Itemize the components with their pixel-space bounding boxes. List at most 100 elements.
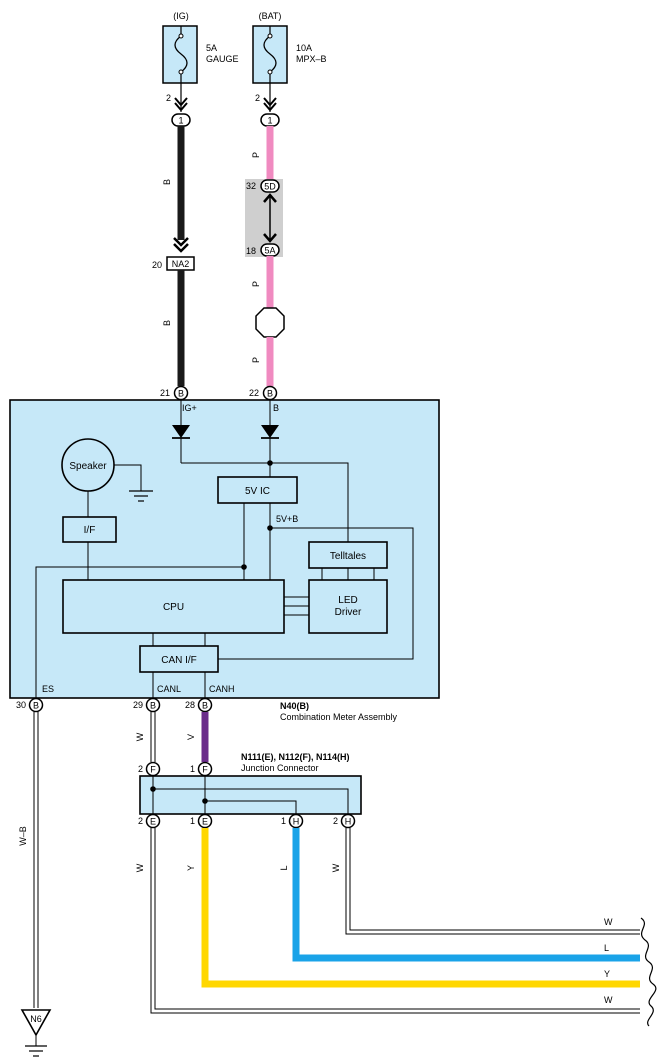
- can-if-label: CAN I/F: [161, 655, 197, 666]
- wire-color-w-h2: W: [331, 863, 341, 872]
- wire-color-wb: W–B: [18, 826, 28, 846]
- connector-chevron-icon: [173, 237, 189, 253]
- meter-b-label: B: [273, 403, 279, 413]
- pin-je3-conn: H: [293, 817, 300, 827]
- if-block: [62, 516, 117, 543]
- pin-je1-conn: E: [150, 817, 156, 827]
- combination-meter: IG+ B Speaker I/F 5V IC 5V+B: [9, 399, 440, 699]
- pin-je2: 1: [190, 816, 195, 826]
- fuse-mpx-source: (BAT): [259, 11, 282, 21]
- pin-jf2-conn: F: [202, 765, 208, 775]
- na2-number: 20: [152, 260, 162, 270]
- wire-color-b-lower: B: [162, 320, 172, 326]
- out-wire-4-label: W: [604, 995, 613, 1005]
- wire-color-v: V: [186, 734, 196, 740]
- pin-m28-conn: B: [202, 701, 208, 711]
- driver-label: Driver: [335, 607, 362, 618]
- pin-m29-conn: B: [150, 701, 156, 711]
- pin-jf1: 2: [138, 764, 143, 774]
- meter-ig-label: IG+: [182, 403, 197, 413]
- wire-b-left: 2 1 B 20 NA2 B 21 B: [152, 83, 195, 401]
- out-wire-1-label: W: [604, 917, 613, 927]
- pin-je4: 2: [333, 816, 338, 826]
- pin-m30-conn: B: [33, 701, 39, 711]
- j5d-number: 32: [246, 181, 256, 191]
- wire-color-p-2: P: [251, 281, 261, 287]
- led-label: LED: [338, 595, 357, 606]
- pin-jf1-conn: F: [150, 765, 156, 775]
- 5v-ic-label: 5V IC: [245, 486, 270, 497]
- canh-label: CANH: [209, 684, 235, 694]
- fuse-mpx-element-icon: [263, 35, 277, 73]
- wire-color-b-upper: B: [162, 179, 172, 185]
- wire-break-icon: [640, 917, 657, 1027]
- fuse-mpx-name: MPX–B: [296, 54, 327, 64]
- pin-m22-conn: B: [267, 389, 273, 399]
- pin-jf2: 1: [190, 764, 195, 774]
- meter-bottom-pins: 30 B 29 B 28 B N40(B) Combination Meter …: [16, 697, 398, 722]
- j5d-label: 5D: [264, 182, 276, 192]
- j5a-label: 5A: [264, 246, 275, 256]
- telltales-block: [308, 541, 388, 569]
- pin-m22: 22: [249, 388, 259, 398]
- speaker-label: Speaker: [69, 461, 107, 472]
- connector-chevron-icon: [263, 97, 277, 112]
- fuse-gauge-rating: 5A: [206, 43, 217, 53]
- pin-je1: 2: [138, 816, 143, 826]
- chevron-down-icon: [263, 233, 277, 243]
- can-wires: W V 2 F 1 F N111(E), N112(F), N114(H) Ju…: [135, 712, 350, 777]
- led-driver-block: [308, 579, 388, 634]
- can-if-block: [139, 645, 219, 673]
- pin-c1b: 1: [267, 116, 272, 126]
- wire-color-w-e2: W: [135, 863, 145, 872]
- canl-label: CANL: [157, 684, 181, 694]
- 5v-b-label: 5V+B: [276, 514, 298, 524]
- pin-fuse1-out: 2: [166, 93, 171, 103]
- wire-color-w-canl: W: [135, 732, 145, 741]
- wire-color-p-1: P: [251, 152, 261, 158]
- diode-ig-icon: [172, 425, 190, 438]
- wire-color-p-3: P: [251, 357, 261, 363]
- pin-je2-conn: E: [202, 817, 208, 827]
- fuse-mpx-rating: 10A: [296, 43, 312, 53]
- out-wire-3-label: Y: [604, 969, 610, 979]
- wire-color-y: Y: [186, 865, 196, 871]
- junction-box: [139, 775, 362, 815]
- na2-label: NA2: [172, 259, 190, 269]
- cpu-label: CPU: [163, 602, 184, 613]
- 5v-ic-block: [217, 476, 298, 504]
- if-label: I/F: [84, 525, 96, 536]
- ground-point-icon: [20, 1009, 52, 1037]
- pin-m29: 29: [133, 700, 143, 710]
- fuse-gauge: (IG) 5A GAUGE: [162, 11, 239, 84]
- fuse-gauge-source: (IG): [173, 11, 189, 21]
- junction-connector: 2 E 1 E 1 H 2 H: [138, 775, 362, 829]
- output-wires: W W L L Y Y W W: [135, 828, 657, 1027]
- wire-color-l: L: [279, 865, 289, 870]
- diode-b-icon: [261, 425, 279, 438]
- fuse-mpx-b: (BAT) 10A MPX–B: [252, 11, 327, 84]
- junction-codes: N111(E), N112(F), N114(H): [241, 752, 350, 762]
- pin-je4-conn: H: [345, 817, 352, 827]
- ground-label: N6: [30, 1014, 42, 1024]
- fuse-gauge-name: GAUGE: [206, 54, 239, 64]
- wire-wb-ground: W–B N6: [18, 712, 52, 1057]
- meter-code: N40(B): [280, 701, 309, 711]
- pin-m21: 21: [160, 388, 170, 398]
- pin-m28: 28: [185, 700, 195, 710]
- meter-name: Combination Meter Assembly: [280, 712, 398, 722]
- wire-p-right: 2 1 P 32 5D 18 5A P P 22 B: [245, 83, 285, 401]
- out-wire-2-label: L: [604, 943, 609, 953]
- pin-je3: 1: [281, 816, 286, 826]
- es-label: ES: [42, 684, 54, 694]
- pin-m21-conn: B: [178, 389, 184, 399]
- pin-c1a: 1: [178, 116, 183, 126]
- splice-octagon-icon: [255, 307, 285, 338]
- junction-name: Junction Connector: [241, 763, 319, 773]
- cpu-block: [62, 579, 285, 634]
- pin-fuse2-out: 2: [255, 93, 260, 103]
- j5a-number: 18: [246, 246, 256, 256]
- connector-chevron-icon: [174, 97, 188, 112]
- fuse-gauge-element-icon: [174, 35, 188, 73]
